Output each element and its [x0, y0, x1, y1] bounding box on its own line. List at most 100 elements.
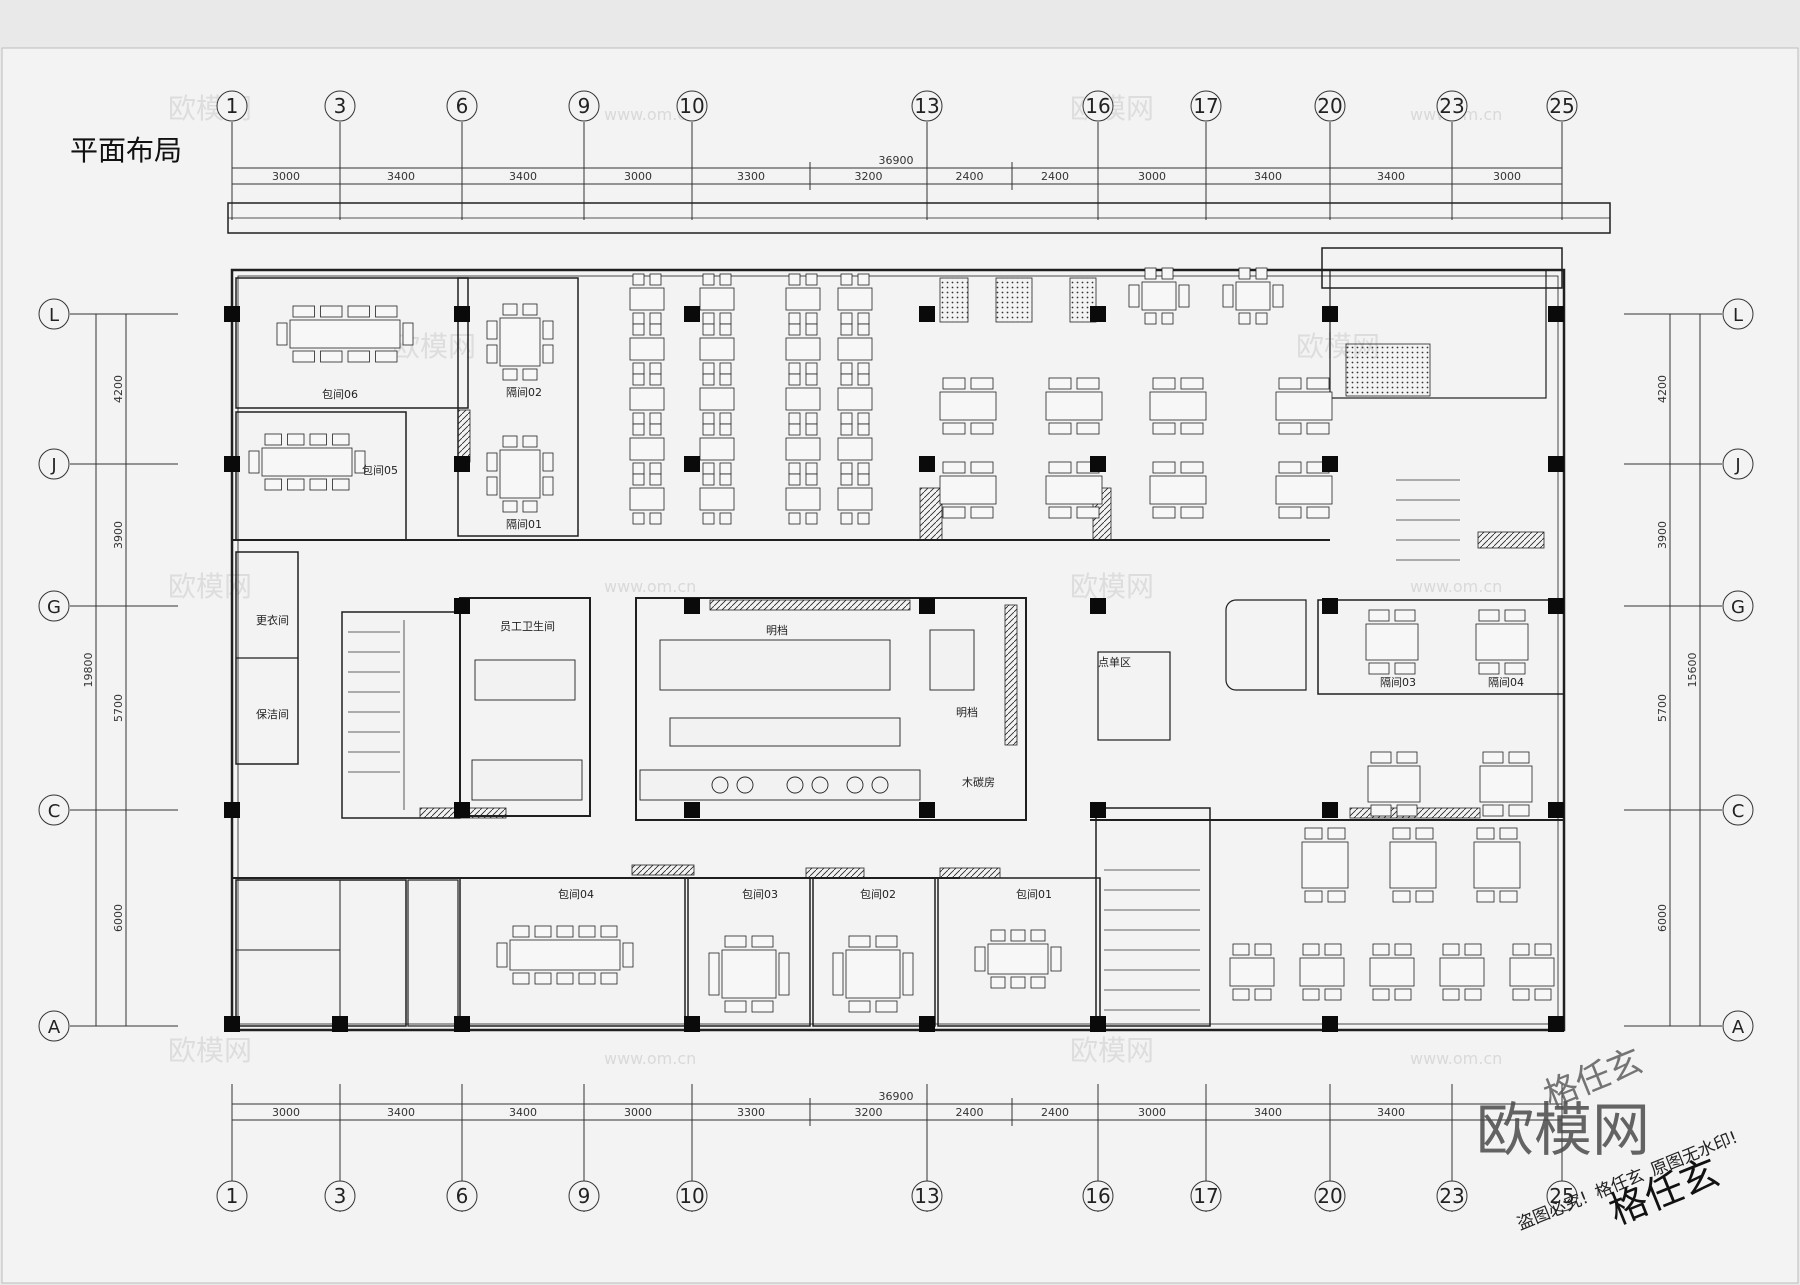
chair	[542, 476, 554, 496]
chair	[248, 450, 260, 474]
chair	[1278, 422, 1302, 435]
chair	[332, 478, 350, 491]
dim-segment-label: 3900	[1656, 521, 1669, 549]
chair	[724, 1000, 747, 1013]
chair	[502, 500, 518, 513]
column-block	[454, 456, 470, 472]
chair	[632, 312, 645, 325]
chair	[1392, 827, 1411, 840]
axis-bubble-label: 6	[456, 94, 469, 118]
chair	[1178, 284, 1190, 308]
dining-table	[1473, 841, 1521, 889]
dim-segment-label: 3200	[855, 170, 883, 183]
chair	[649, 273, 662, 286]
label-staff-toilet: 员工卫生间	[500, 619, 555, 633]
chair	[1306, 422, 1330, 435]
kitchen-equipment	[471, 629, 975, 801]
chair	[1232, 943, 1250, 956]
chair	[805, 412, 818, 425]
chair	[805, 273, 818, 286]
label-partition-02: 隔间02	[506, 386, 542, 399]
chair	[1272, 284, 1284, 308]
chair	[719, 312, 732, 325]
chair	[788, 423, 801, 436]
chair	[1048, 506, 1072, 519]
axis-bubble	[1722, 1010, 1754, 1042]
label-private-03: 包间03	[742, 888, 778, 901]
dining-table	[1475, 623, 1529, 661]
chair	[805, 323, 818, 336]
dim-segment-label: 3000	[272, 170, 300, 183]
dining-table	[629, 287, 665, 311]
chair	[1368, 609, 1390, 622]
chair	[719, 473, 732, 486]
dim-total-label: 15600	[1686, 653, 1699, 688]
chair	[1394, 609, 1416, 622]
dining-table	[1509, 957, 1555, 987]
chair	[1238, 312, 1251, 325]
chair	[502, 303, 518, 316]
dining-table	[845, 949, 901, 999]
chair	[1076, 377, 1100, 390]
chair	[1128, 284, 1140, 308]
chair	[751, 935, 774, 948]
axis-bubble-label: 25	[1549, 94, 1574, 118]
chair	[857, 323, 870, 336]
column-block	[1090, 598, 1106, 614]
dim-segment-label: 3400	[1377, 1106, 1405, 1119]
chair	[788, 473, 801, 486]
axis-bubble-label: J	[1734, 455, 1740, 476]
column-block	[684, 456, 700, 472]
chair	[1302, 943, 1320, 956]
chair	[719, 462, 732, 475]
chair	[486, 452, 498, 472]
chair	[1396, 804, 1418, 817]
chair	[1392, 890, 1411, 903]
chair	[1394, 988, 1412, 1001]
chair	[970, 377, 994, 390]
watermark-url-faint: www.om.cn	[1410, 1049, 1502, 1068]
dim-segment-label: 3400	[387, 170, 415, 183]
axis-bubble-label: 3	[334, 94, 347, 118]
chair	[788, 362, 801, 375]
chair	[702, 362, 715, 375]
chair	[840, 512, 853, 525]
axis-bubble-label: L	[1733, 305, 1743, 326]
watermark-brand-faint: 欧模网	[1070, 1034, 1154, 1067]
chair	[857, 373, 870, 386]
chair	[1508, 804, 1530, 817]
chair	[1255, 312, 1268, 325]
chair	[832, 952, 844, 996]
axis-bubble	[38, 794, 70, 826]
chair	[649, 373, 662, 386]
chair	[788, 412, 801, 425]
chair	[857, 423, 870, 436]
axis-bubble	[1190, 1180, 1222, 1212]
axis-bubble-label: 13	[914, 94, 939, 118]
chair	[1048, 422, 1072, 435]
chair	[486, 344, 498, 364]
dim-segment-label: 3000	[1138, 1106, 1166, 1119]
axis-bubble	[911, 1180, 943, 1212]
chair	[402, 322, 414, 346]
dining-table	[1045, 391, 1103, 421]
dining-table	[1045, 475, 1103, 505]
chair	[1512, 988, 1530, 1001]
axis-bubble	[568, 90, 600, 122]
axis-bubble	[1082, 1180, 1114, 1212]
dining-table	[1149, 475, 1207, 505]
chair	[375, 350, 398, 363]
building-walls	[227, 202, 1611, 1032]
chair	[1508, 751, 1530, 764]
chair	[354, 450, 366, 474]
chair	[805, 362, 818, 375]
label-charcoal-room: 木碳房	[962, 775, 995, 789]
column-block	[224, 1016, 240, 1032]
chair	[942, 422, 966, 435]
chair	[1232, 988, 1250, 1001]
dining-table	[837, 337, 873, 361]
chair	[805, 473, 818, 486]
chair	[778, 952, 790, 996]
axis-bubble	[1314, 1180, 1346, 1212]
